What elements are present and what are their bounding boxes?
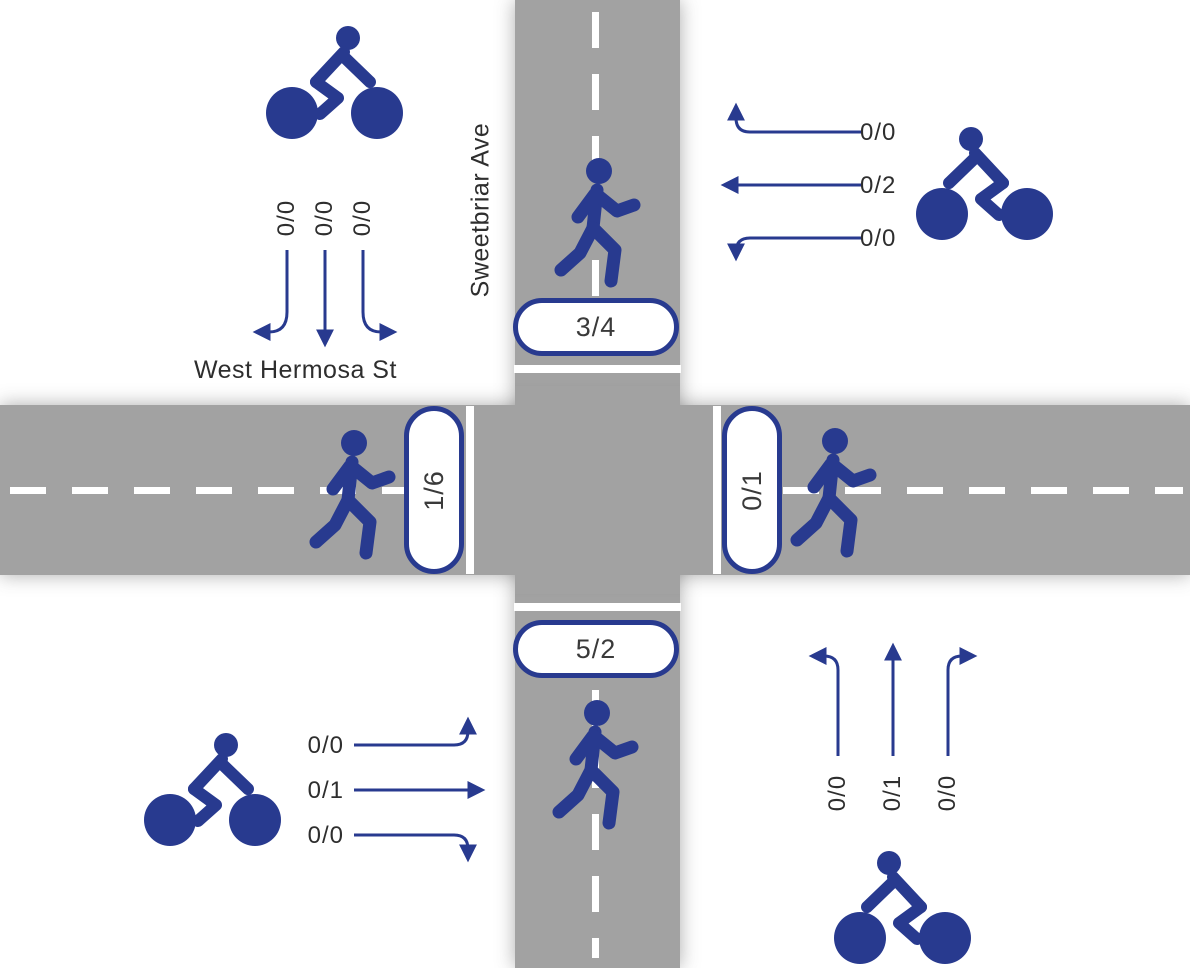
street-name-sweetbriar-ave: Sweetbriar Ave	[466, 122, 495, 298]
cyclist-icon-southwest	[144, 733, 281, 846]
bike-turn-arrows-southeast	[808, 642, 978, 756]
crosswalk-count-west-value: 1/6	[418, 469, 449, 511]
crosswalk-line-west	[466, 406, 474, 574]
bike-count-southwest-0: 0/0	[307, 732, 344, 759]
street-name-west-hermosa-st: West Hermosa St	[194, 356, 397, 384]
crosswalk-count-south: 5/2	[513, 620, 679, 678]
bike-count-northwest-0: 0/0	[273, 199, 300, 237]
pedestrian-icon-west	[309, 430, 396, 560]
bike-turn-arrows-northeast	[720, 102, 863, 262]
crosswalk-line-east	[713, 406, 721, 574]
crosswalk-count-east: 0/1	[722, 406, 782, 574]
pedestrian-icon-south	[552, 700, 639, 830]
center-line-north	[592, 12, 599, 302]
pedestrian-icon-east	[790, 428, 877, 558]
bike-count-southwest-1: 0/1	[307, 777, 344, 804]
crosswalk-count-north: 3/4	[513, 298, 679, 356]
crosswalk-line-south	[514, 603, 681, 611]
center-line-east	[783, 487, 1183, 494]
bike-count-northeast-0: 0/0	[860, 119, 897, 146]
crosswalk-line-north	[514, 365, 681, 373]
bike-count-northeast-1: 0/2	[860, 172, 897, 199]
bike-count-northwest-1: 0/0	[311, 199, 338, 237]
center-line-west	[10, 487, 404, 494]
pedestrian-icon-north	[554, 158, 641, 288]
bike-count-northwest-2: 0/0	[349, 199, 376, 237]
cyclist-icon-northeast	[916, 127, 1053, 240]
crosswalk-count-west: 1/6	[404, 406, 464, 574]
bike-count-southwest-2: 0/0	[307, 822, 344, 849]
crosswalk-count-south-value: 5/2	[575, 633, 617, 664]
intersection-box	[515, 386, 680, 594]
center-line-south	[592, 690, 599, 958]
bike-turn-arrows-southwest	[354, 716, 486, 863]
bike-count-southeast-2: 0/0	[934, 774, 961, 812]
bike-turn-arrows-northwest	[252, 250, 398, 348]
crosswalk-count-east-value: 0/1	[736, 469, 767, 511]
cyclist-icon-northwest	[266, 26, 403, 139]
bike-count-southeast-1: 0/1	[879, 774, 906, 812]
cyclist-icon-southeast	[834, 851, 971, 964]
bike-count-northeast-2: 0/0	[860, 225, 897, 252]
crosswalk-count-north-value: 3/4	[575, 311, 617, 342]
bike-count-southeast-0: 0/0	[824, 774, 851, 812]
